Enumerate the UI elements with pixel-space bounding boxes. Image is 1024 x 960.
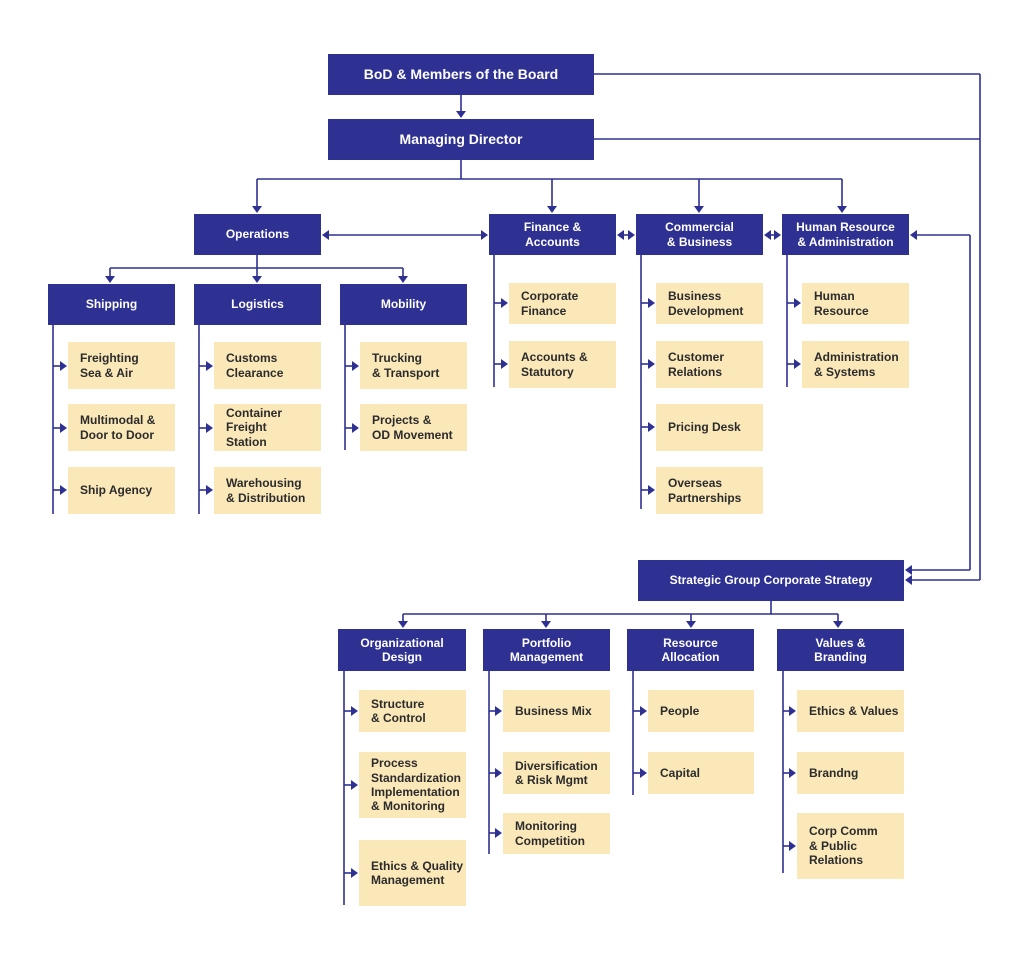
arrowhead [648,422,655,432]
shipping-item-card: Multimodal & Door to Door [68,404,175,451]
arrowhead [547,206,557,213]
arrowhead [456,111,466,118]
arrowhead [351,780,358,790]
commercial-item-card: Business Development [656,283,763,324]
arrowhead [352,423,359,433]
arrowhead [837,206,847,213]
arrowhead [789,706,796,716]
arrowhead [352,361,359,371]
arrowhead [794,298,801,308]
logistics-box: Logistics [194,284,321,325]
arrowhead [206,423,213,433]
arrowhead [640,768,647,778]
arrowhead [351,706,358,716]
values-item-card: Brandng [797,752,904,794]
organizational-design-box: Organizational Design [338,629,466,671]
resource-allocation-box: Resource Allocation [627,629,754,671]
arrowhead [789,841,796,851]
shipping-item-card: Ship Agency [68,467,175,514]
resource-item-card: People [648,690,754,732]
arrowhead [398,276,408,283]
operations-box: Operations [194,214,321,255]
arrowhead [640,706,647,716]
arrowhead [774,230,781,240]
arrowhead [252,206,262,213]
arrowhead [501,359,508,369]
arrowhead [648,485,655,495]
logistics-item-card: Container Freight Station [214,404,321,451]
arrowhead [495,768,502,778]
arrowhead [398,621,408,628]
finance-item-card: Accounts & Statutory [509,341,616,388]
shipping-box: Shipping [48,284,175,325]
mobility-item-card: Trucking & Transport [360,342,467,389]
commercial-item-card: Overseas Partnerships [656,467,763,514]
values-item-card: Ethics & Values [797,690,904,732]
values-item-card: Corp Comm & Public Relations [797,813,904,879]
org-design-item-card: Process Standardization Implementation &… [359,752,466,818]
arrowhead [628,230,635,240]
arrowhead [501,298,508,308]
arrowhead [648,298,655,308]
arrowhead [322,230,329,240]
arrowhead [905,565,912,575]
arrowhead [794,359,801,369]
mobility-item-card: Projects & OD Movement [360,404,467,451]
arrowhead [789,768,796,778]
arrowhead [910,230,917,240]
arrowhead [206,485,213,495]
commercial-item-card: Customer Relations [656,341,763,388]
values-branding-box: Values & Branding [777,629,904,671]
arrowhead [351,868,358,878]
arrowhead [495,706,502,716]
arrowhead [495,828,502,838]
arrowhead [648,359,655,369]
logistics-item-card: Customs Clearance [214,342,321,389]
org-design-item-card: Structure & Control [359,690,466,732]
arrowhead [694,206,704,213]
portfolio-item-card: Monitoring Competition [503,813,610,854]
arrowhead [481,230,488,240]
managing-director-box: Managing Director [328,119,594,160]
hr-administration-box: Human Resource & Administration [782,214,909,255]
arrowhead [686,621,696,628]
arrowhead [60,423,67,433]
arrowhead [833,621,843,628]
logistics-item-card: Warehousing & Distribution [214,467,321,514]
commercial-business-box: Commercial & Business [636,214,763,255]
hr-item-card: Human Resource [802,283,909,324]
arrowhead [905,575,912,585]
arrowhead [206,361,213,371]
arrowhead [764,230,771,240]
finance-item-card: Corporate Finance [509,283,616,324]
commercial-item-card: Pricing Desk [656,404,763,451]
strategy-box: Strategic Group Corporate Strategy [638,560,904,601]
arrowhead [252,276,262,283]
arrowhead [541,621,551,628]
portfolio-item-card: Diversification & Risk Mgmt [503,752,610,794]
finance-accounts-box: Finance & Accounts [489,214,616,255]
resource-item-card: Capital [648,752,754,794]
hr-item-card: Administration & Systems [802,341,909,388]
arrowhead [617,230,624,240]
org-design-item-card: Ethics & Quality Management [359,840,466,906]
portfolio-item-card: Business Mix [503,690,610,732]
arrowhead [105,276,115,283]
shipping-item-card: Freighting Sea & Air [68,342,175,389]
board-box: BoD & Members of the Board [328,54,594,95]
arrowhead [60,485,67,495]
portfolio-management-box: Portfolio Management [483,629,610,671]
arrowhead [60,361,67,371]
mobility-box: Mobility [340,284,467,325]
